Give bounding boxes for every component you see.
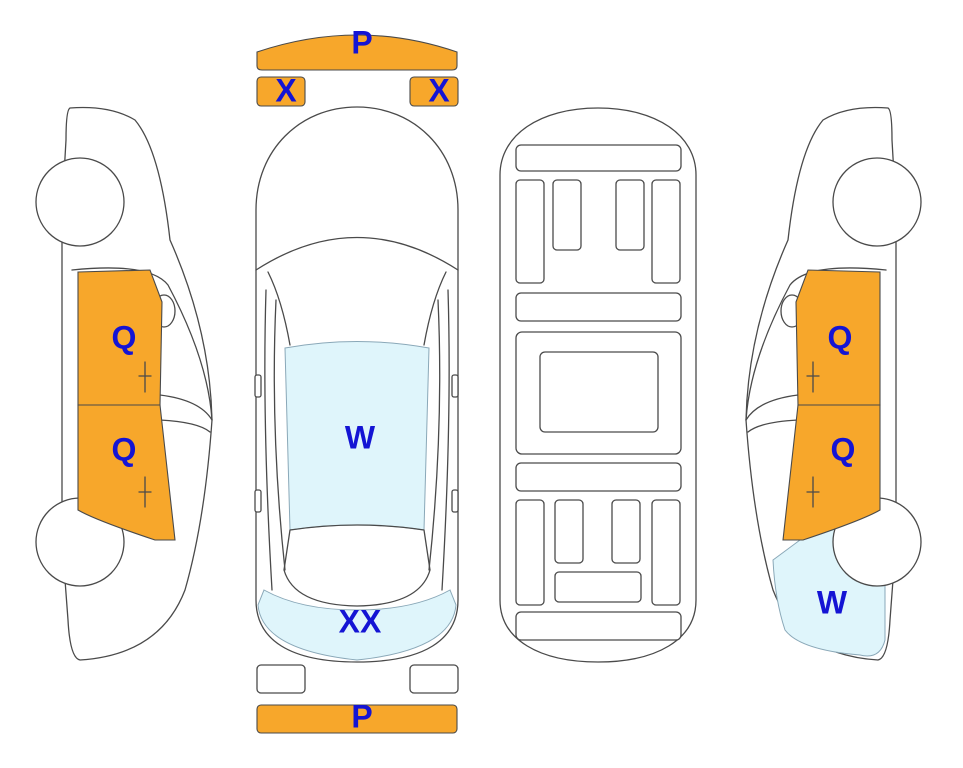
rear-bumper-mark: P: [351, 698, 372, 734]
front-bumper-panel[interactable]: [256, 34, 458, 71]
right-rear-door-panel[interactable]: [782, 404, 881, 541]
rear-bumper-panel[interactable]: [256, 704, 458, 734]
left-taillight[interactable]: [256, 664, 306, 694]
left-front-door-panel[interactable]: [77, 269, 163, 406]
right-taillight[interactable]: [409, 664, 459, 694]
windshield-mark: W: [345, 419, 376, 455]
right-rear-door-mark: Q: [831, 431, 856, 467]
right-front-door-mark: Q: [828, 319, 853, 355]
right-front-door-panel[interactable]: [795, 269, 881, 406]
left-rear-door-panel[interactable]: [77, 404, 176, 541]
right-rear-quarter-mark: W: [817, 584, 848, 620]
front-bumper-mark: P: [351, 24, 372, 60]
left-rear-door-mark: Q: [112, 431, 137, 467]
rear-window-mark: XX: [339, 603, 382, 639]
left-headlight-panel[interactable]: [256, 76, 306, 107]
left-headlight-mark: X: [275, 72, 297, 108]
rear-window-panel[interactable]: [257, 589, 457, 661]
right-headlight-panel[interactable]: [409, 76, 459, 107]
right-headlight-mark: X: [428, 72, 450, 108]
left-front-door-mark: Q: [112, 319, 137, 355]
car-underbody-view: [499, 107, 697, 663]
